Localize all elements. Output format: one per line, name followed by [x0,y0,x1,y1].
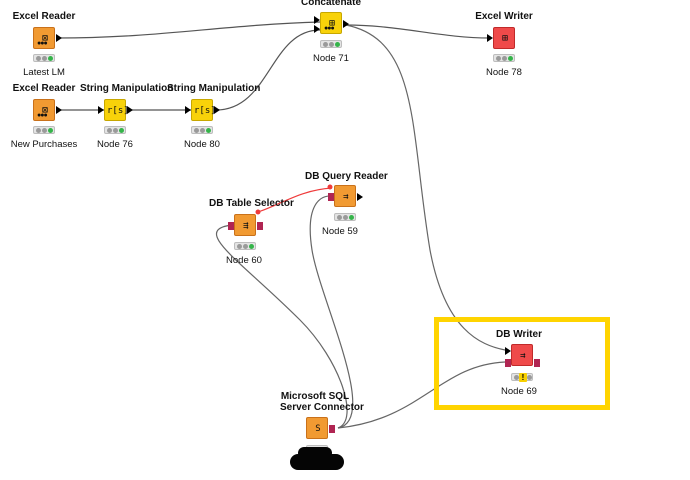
string-manipulation-icon[interactable]: r[s] [191,99,216,121]
concatenate-glyph: ⊞ [328,18,336,29]
node-label[interactable]: Node 60 [226,255,262,266]
warning-icon: ! [519,373,527,382]
input-port[interactable] [185,106,191,114]
connection-sql-connector-to-db-query-reader [309,195,354,429]
dots-icon: ●●● [324,25,335,32]
node-title: String Manipulation [167,83,261,94]
connection-sql-connector-to-db-table-selector [216,224,348,429]
status-indicator [104,126,126,134]
excel-reader-icon[interactable]: ⊠ ●●● [33,27,55,49]
db-writer-glyph: ⇉ [520,351,526,361]
input-port[interactable] [314,16,320,24]
node-db-writer[interactable]: DB Writer ⇉ ! Node 69 [484,329,554,399]
node-title: String Manipulation [80,83,174,94]
node-title: DB Table Selector [209,198,294,209]
status-indicator [320,40,342,48]
output-port[interactable] [56,106,62,114]
node-label[interactable]: Node 59 [322,226,358,237]
connection-concatenate-to-db-writer [345,24,506,351]
excel-reader-icon[interactable]: ⊠ ●●● [33,99,55,121]
db-reader-glyph: ⇉ [343,192,349,202]
node-excel-reader-latest-lm[interactable]: Excel Reader ⊠ ●●● Latest LM [9,11,79,81]
db-output-port[interactable] [257,222,263,230]
db-output-port[interactable] [534,359,540,367]
connection-db-table-selector-to-db-query-reader [257,187,333,213]
node-string-manipulation-80[interactable]: String Manipulation r[s] Node 80 [167,83,261,153]
node-concatenate[interactable]: Concatenate ⊞ ●●● Node 71 [296,0,366,67]
icon-text: r[s] [107,106,129,116]
spreadsheet-icon: ⊠ [41,33,49,44]
connection-excel-reader-to-concatenate [56,21,321,39]
db-table-selector-icon[interactable]: ⇶ [234,214,256,236]
output-port[interactable] [127,106,133,114]
input-port[interactable] [487,34,493,42]
node-excel-reader-new-purchases[interactable]: Excel Reader ⊠ ●●● New Purchases [9,83,79,153]
redaction-scribble [290,454,344,470]
output-port[interactable] [343,20,349,28]
output-port[interactable] [56,34,62,42]
node-db-query-reader[interactable]: DB Query Reader ⇉ Node 59 [305,171,388,241]
dots-icon: ●●● [37,112,48,119]
node-label[interactable]: Node 80 [184,139,220,150]
node-title: Concatenate [300,0,361,8]
db-selector-glyph: ⇶ [243,221,249,231]
node-title-line1: Microsoft SQL [280,391,350,402]
db-input-port[interactable] [328,193,334,201]
connection-concatenate-to-excel-writer [345,24,491,39]
node-label[interactable]: Node 76 [97,139,133,150]
connection-endpoint [255,209,261,215]
db-query-reader-icon[interactable]: ⇉ [334,185,356,207]
string-manipulation-icon[interactable]: r[s] [104,99,129,121]
node-db-table-selector[interactable]: DB Table Selector ⇶ Node 60 [209,198,294,268]
status-indicator: ! [511,373,533,382]
status-indicator [33,126,55,134]
excel-writer-icon[interactable]: ⊞ [493,27,515,49]
node-string-manipulation-76[interactable]: String Manipulation r[s] Node 76 [80,83,174,153]
db-glyph: S [315,424,321,434]
status-indicator [33,54,55,62]
node-title: Excel Reader [12,11,76,22]
input-port[interactable] [98,106,104,114]
concatenate-icon[interactable]: ⊞ ●●● [320,12,342,34]
node-label[interactable]: Latest LM [23,67,65,78]
status-indicator [234,242,256,250]
spreadsheet-icon: ⊞ [501,33,509,44]
node-label[interactable]: Node 69 [501,386,537,397]
icon-text: r[s] [194,106,216,116]
db-writer-icon[interactable]: ⇉ [511,344,533,366]
node-title: DB Query Reader [305,171,388,182]
db-input-port[interactable] [505,359,511,367]
node-title: Excel Writer [475,11,533,22]
status-indicator [493,54,515,62]
status-indicator [191,126,213,134]
dots-icon: ●●● [37,40,48,47]
node-title-line2: Server Connector [280,402,364,413]
connection-sql-connector-to-db-writer [337,361,506,429]
db-output-port[interactable] [329,425,335,433]
output-port[interactable] [214,106,220,114]
node-excel-writer[interactable]: Excel Writer ⊞ Node 78 [469,11,539,81]
db-input-port[interactable] [228,222,234,230]
node-label[interactable]: New Purchases [10,139,78,150]
node-title: Excel Reader [12,83,76,94]
connection-string-manipulation-to-concatenate [215,29,321,111]
selection-highlight [434,317,610,410]
node-label[interactable]: Node 71 [313,53,349,64]
input-port[interactable] [314,25,320,33]
output-port[interactable] [357,193,363,201]
status-indicator [334,213,356,221]
spreadsheet-icon: ⊠ [41,105,49,116]
input-port[interactable] [505,347,511,355]
sql-server-connector-icon[interactable]: S [306,417,328,439]
node-title: DB Writer [496,329,542,340]
node-label[interactable]: Node 78 [486,67,522,78]
connection-endpoint [327,184,333,190]
